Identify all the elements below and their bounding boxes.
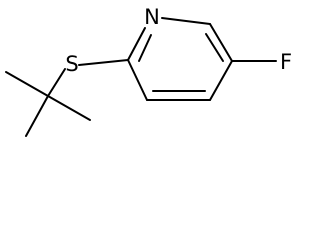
- fluorine-label: F: [280, 50, 292, 74]
- double-bond-c6-c5-inner: [205, 33, 224, 62]
- structure-drawing: N S F: [5, 5, 292, 137]
- molecule-canvas: N S F: [5, 5, 293, 137]
- sulfur-label: S: [65, 52, 78, 76]
- nitrogen-label: N: [144, 5, 160, 29]
- bond-s-c2: [78, 59, 129, 66]
- bond-c6-c5: [209, 23, 233, 62]
- bond-c3-c2: [127, 59, 148, 101]
- bond-c2-n1: [127, 27, 146, 61]
- bond-c-s: [47, 68, 66, 97]
- bond-c-methyl-left: [5, 71, 49, 97]
- bond-c5-c4: [209, 60, 233, 101]
- bond-c-methyl-bottom: [25, 95, 49, 137]
- bond-c-methyl-right: [47, 95, 91, 121]
- double-bond-c2-n1-inner: [138, 34, 152, 62]
- bond-n1-c6: [161, 17, 211, 25]
